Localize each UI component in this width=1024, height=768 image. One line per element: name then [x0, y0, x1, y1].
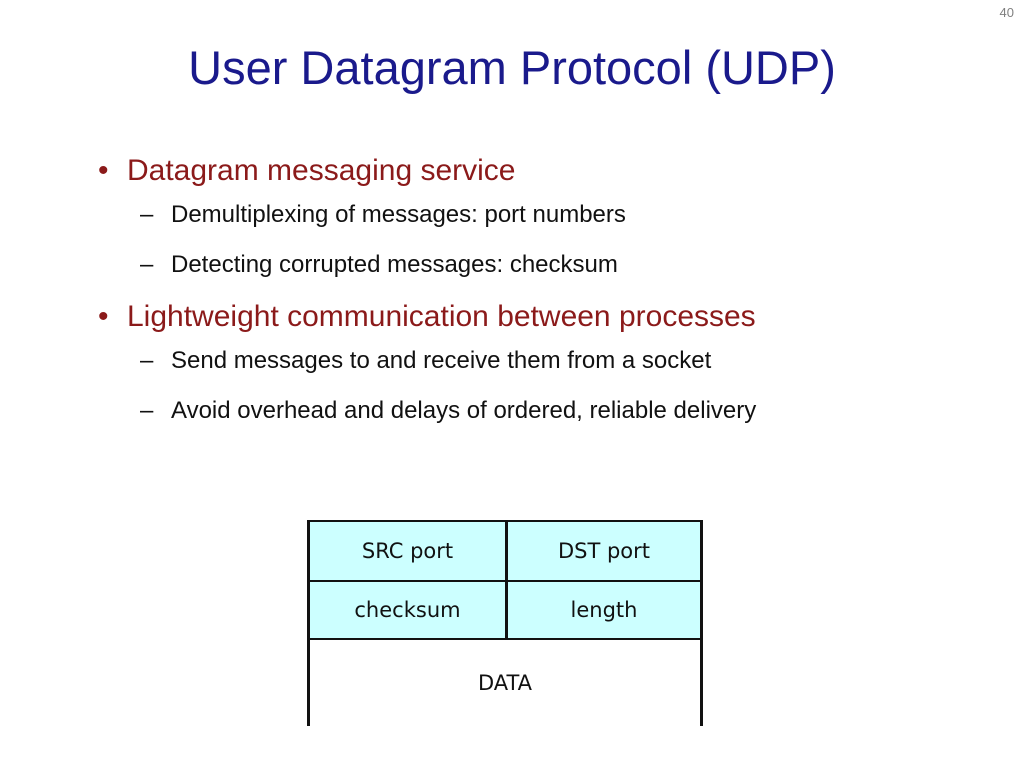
sub-bullet-item: – Avoid overhead and delays of ordered, …	[98, 394, 998, 428]
sub-bullet-text: Send messages to and receive them from a…	[171, 347, 712, 374]
header-row: SRC port DST port	[307, 520, 703, 580]
sub-bullet-item: – Detecting corrupted messages: checksum	[98, 248, 998, 282]
slide-title: User Datagram Protocol (UDP)	[188, 41, 836, 94]
sub-bullet-text: Detecting corrupted messages: checksum	[171, 251, 618, 278]
bullet-list: • Datagram messaging service – Demultipl…	[98, 152, 998, 444]
dash-icon: –	[140, 347, 154, 374]
header-row: checksum length	[307, 580, 703, 640]
sub-bullet-text: Avoid overhead and delays of ordered, re…	[171, 397, 757, 424]
bullet-item: • Datagram messaging service	[98, 152, 998, 190]
sub-bullet-item: – Demultiplexing of messages: port numbe…	[98, 198, 998, 232]
sub-bullet-item: – Send messages to and receive them from…	[98, 344, 998, 378]
data-field: DATA	[307, 640, 703, 726]
slide-number: 40	[999, 5, 1014, 20]
src-port-field: SRC port	[307, 520, 505, 580]
bullet-text: Lightweight communication between proces…	[127, 300, 756, 333]
checksum-field: checksum	[307, 580, 505, 640]
bullet-icon: •	[98, 154, 109, 187]
bullet-text: Datagram messaging service	[127, 154, 516, 187]
bullet-icon: •	[98, 300, 109, 333]
dash-icon: –	[140, 251, 154, 278]
length-field: length	[505, 580, 703, 640]
dash-icon: –	[140, 201, 154, 228]
dst-port-field: DST port	[505, 520, 703, 580]
udp-header-diagram: SRC port DST port checksum length DATA	[307, 520, 703, 726]
bullet-item: • Lightweight communication between proc…	[98, 298, 998, 336]
dash-icon: –	[140, 397, 154, 424]
sub-bullet-text: Demultiplexing of messages: port numbers	[171, 201, 626, 228]
